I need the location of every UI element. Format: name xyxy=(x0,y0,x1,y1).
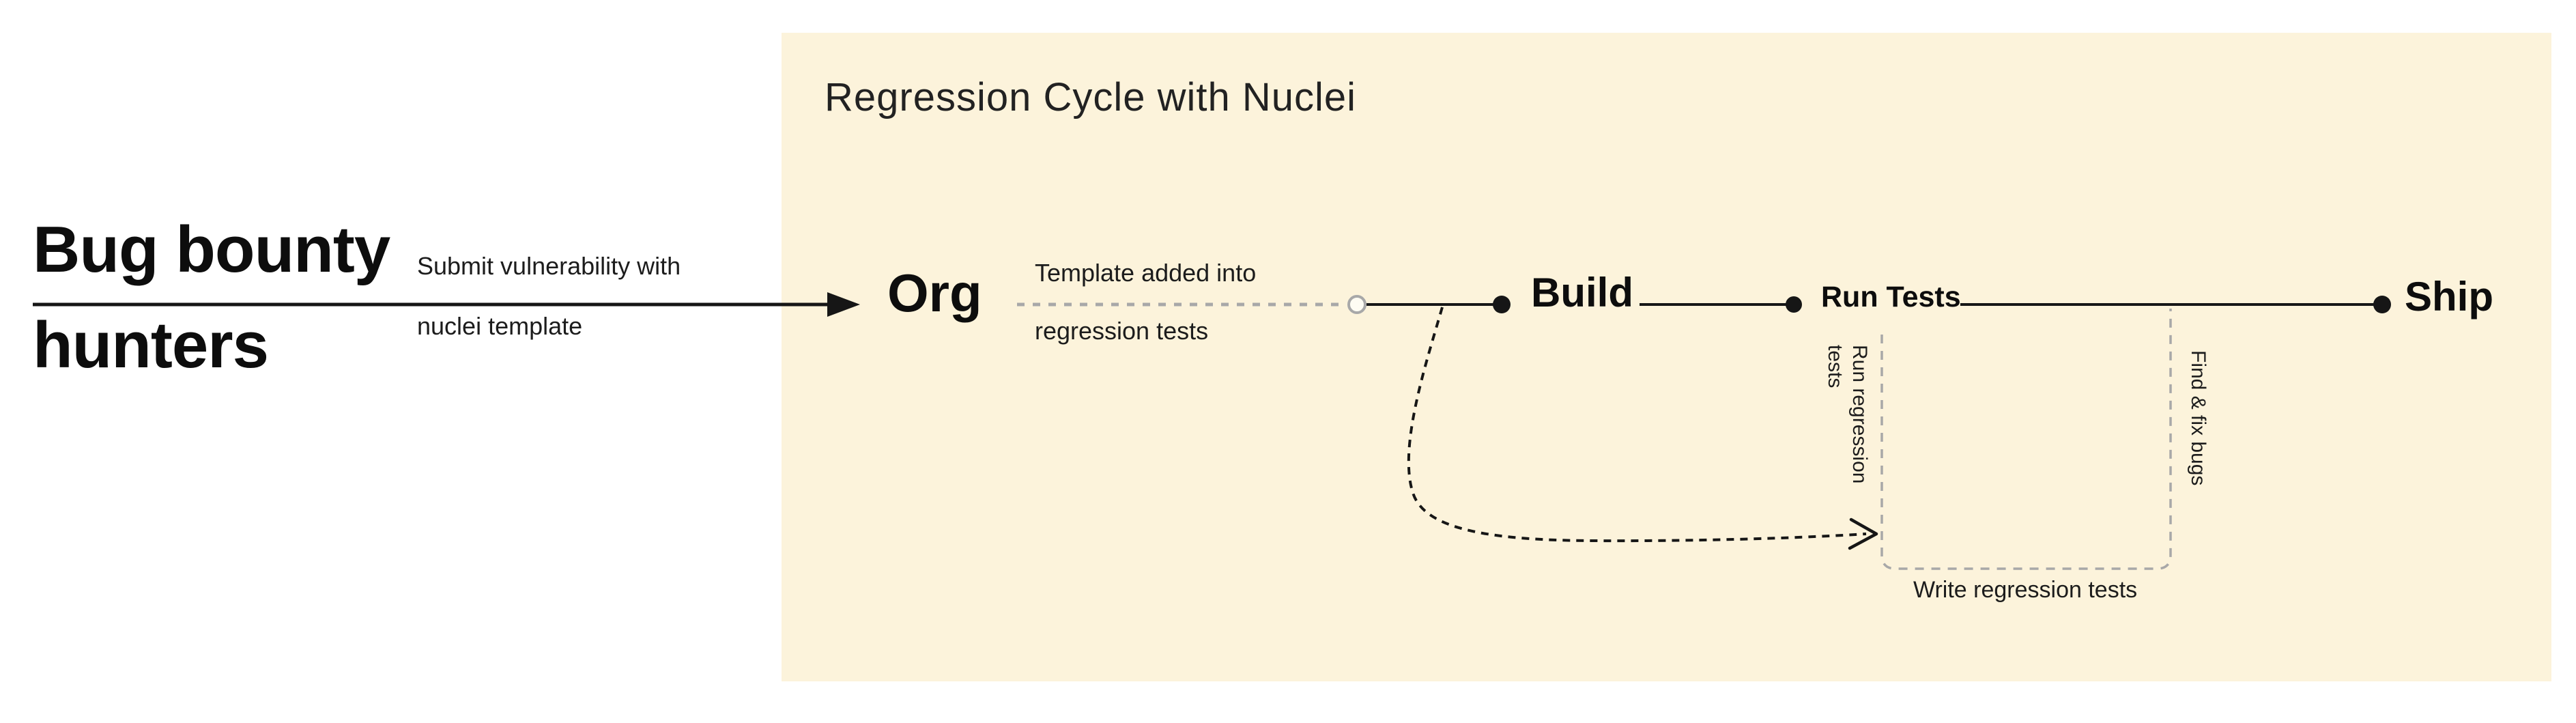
actor-bug-bounty-line1: Bug bounty xyxy=(33,213,390,286)
panel-title: Regression Cycle with Nuclei xyxy=(825,75,1357,119)
feedback-dashed-curve xyxy=(1407,307,1867,543)
node-run-tests: Run Tests xyxy=(1821,281,1961,313)
actor-bug-bounty-line2: hunters xyxy=(33,309,269,382)
run-regression-vertical-label: Run regression tests xyxy=(1824,345,1871,484)
node-ship: Ship xyxy=(2405,274,2493,320)
write-regression-label: Write regression tests xyxy=(1913,577,2138,603)
ship-dot-icon xyxy=(2373,296,2391,313)
write-tests-bracket xyxy=(1880,309,2172,570)
submit-label-line2: nuclei template xyxy=(417,312,583,340)
submit-arrowhead-icon xyxy=(827,292,860,317)
submit-label-line1: Submit vulnerability with xyxy=(417,252,681,280)
node-org: Org xyxy=(887,263,982,323)
template-label-line2: regression tests xyxy=(1035,317,1209,345)
merge-circle-icon xyxy=(1347,295,1366,314)
run-tests-dot-icon xyxy=(1786,296,1802,313)
node-build: Build xyxy=(1531,270,1633,315)
template-label-line1: Template added into xyxy=(1035,259,1257,287)
build-dot-icon xyxy=(1493,296,1511,313)
feedback-arrowhead-icon xyxy=(1848,518,1878,550)
regression-panel xyxy=(782,33,2551,681)
find-fix-vertical-label: Find & fix bugs xyxy=(2187,350,2209,486)
